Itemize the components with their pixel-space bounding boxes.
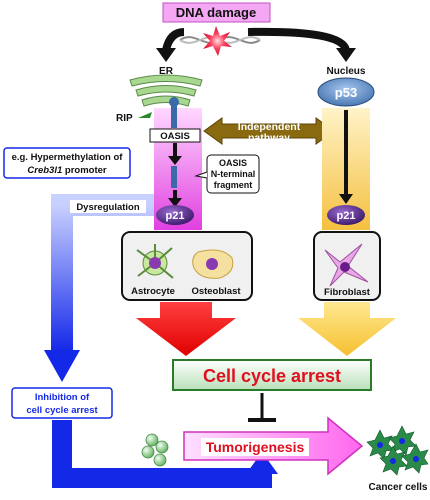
fibroblast-cell-icon	[324, 243, 369, 287]
title-box	[162, 2, 271, 23]
independent-pathway-arrow: Independent pathway	[203, 117, 335, 145]
fibroblast-box: Fibroblast	[313, 231, 381, 301]
p21-right-label: p21	[337, 210, 356, 222]
osteoblast-label: Osteoblast	[191, 286, 241, 297]
p21-left-label: p21	[166, 210, 185, 222]
independent-line-2: pathway	[248, 132, 290, 144]
gene-name: Creb3l1	[27, 165, 62, 176]
cancer-cells-label: Cancer cells	[369, 482, 428, 493]
hypermethylation-line-2: Creb3l1 promoter	[27, 165, 106, 176]
oasis-protein-head	[169, 97, 179, 107]
inhibition-box	[11, 387, 113, 419]
fragment-callout: OASIS N-terminal fragment	[194, 154, 260, 194]
cell-cycle-arrest-label: Cell cycle arrest	[203, 366, 341, 386]
astrocyte-label: Astrocyte	[131, 286, 175, 297]
independent-line-1: Independent	[238, 121, 301, 133]
p21-right-badge	[327, 205, 365, 225]
tumorigenesis-label: Tumorigenesis	[206, 439, 305, 455]
inhibition-line-2: cell cycle arrest	[26, 405, 98, 416]
fragment-line-2: N-terminal	[211, 169, 256, 179]
arrow-to-er	[162, 28, 185, 52]
yellow-down-arrow	[298, 302, 396, 356]
arrow-to-nucleus	[247, 27, 350, 52]
nucleus-label: Nucleus	[327, 66, 366, 77]
p53-nucleus-badge	[317, 77, 375, 107]
inhibition-to-tumor-arrow	[52, 420, 278, 488]
title-text: DNA damage	[176, 5, 256, 20]
oasis-fragment-icon	[171, 166, 177, 188]
p53-label: p53	[335, 85, 357, 100]
oasis-box	[149, 128, 201, 143]
dysregulation-label: Dysregulation	[76, 202, 140, 213]
fibroblast-label: Fibroblast	[324, 287, 371, 298]
osteoblast-cell-icon	[192, 249, 234, 279]
er-icon	[129, 74, 203, 107]
p21-left-badge	[156, 205, 194, 225]
cell-cycle-arrest-box	[172, 359, 372, 391]
astrocyte-cell-icon	[136, 244, 174, 279]
rip-scissor-icon	[138, 112, 152, 118]
red-down-arrow	[136, 302, 236, 356]
astrocyte-osteoblast-box: Astrocyte Osteoblast	[121, 231, 253, 301]
oasis-protein-stem	[171, 106, 177, 128]
arrow-fragment-down	[168, 198, 182, 207]
fragment-line-1: OASIS	[219, 158, 247, 168]
dna-damage-icon	[179, 26, 261, 56]
promoter-suffix: promoter	[62, 165, 107, 176]
er-label: ER	[159, 66, 174, 77]
cancer-cells-icon	[366, 425, 429, 476]
normal-cells-icon	[141, 433, 169, 467]
hypermethylation-line-1: e.g. Hypermethylation of	[12, 152, 124, 163]
inhibition-line-1: Inhibition of	[35, 392, 90, 403]
fragment-line-3: fragment	[214, 180, 253, 190]
tumorigenesis-label-bg	[201, 438, 309, 456]
hypermethylation-callout: e.g. Hypermethylation of Creb3l1 promote…	[3, 147, 131, 179]
dysregulation-label-bg	[70, 200, 146, 213]
oasis-label: OASIS	[160, 131, 190, 142]
rip-label: RIP	[116, 113, 133, 124]
